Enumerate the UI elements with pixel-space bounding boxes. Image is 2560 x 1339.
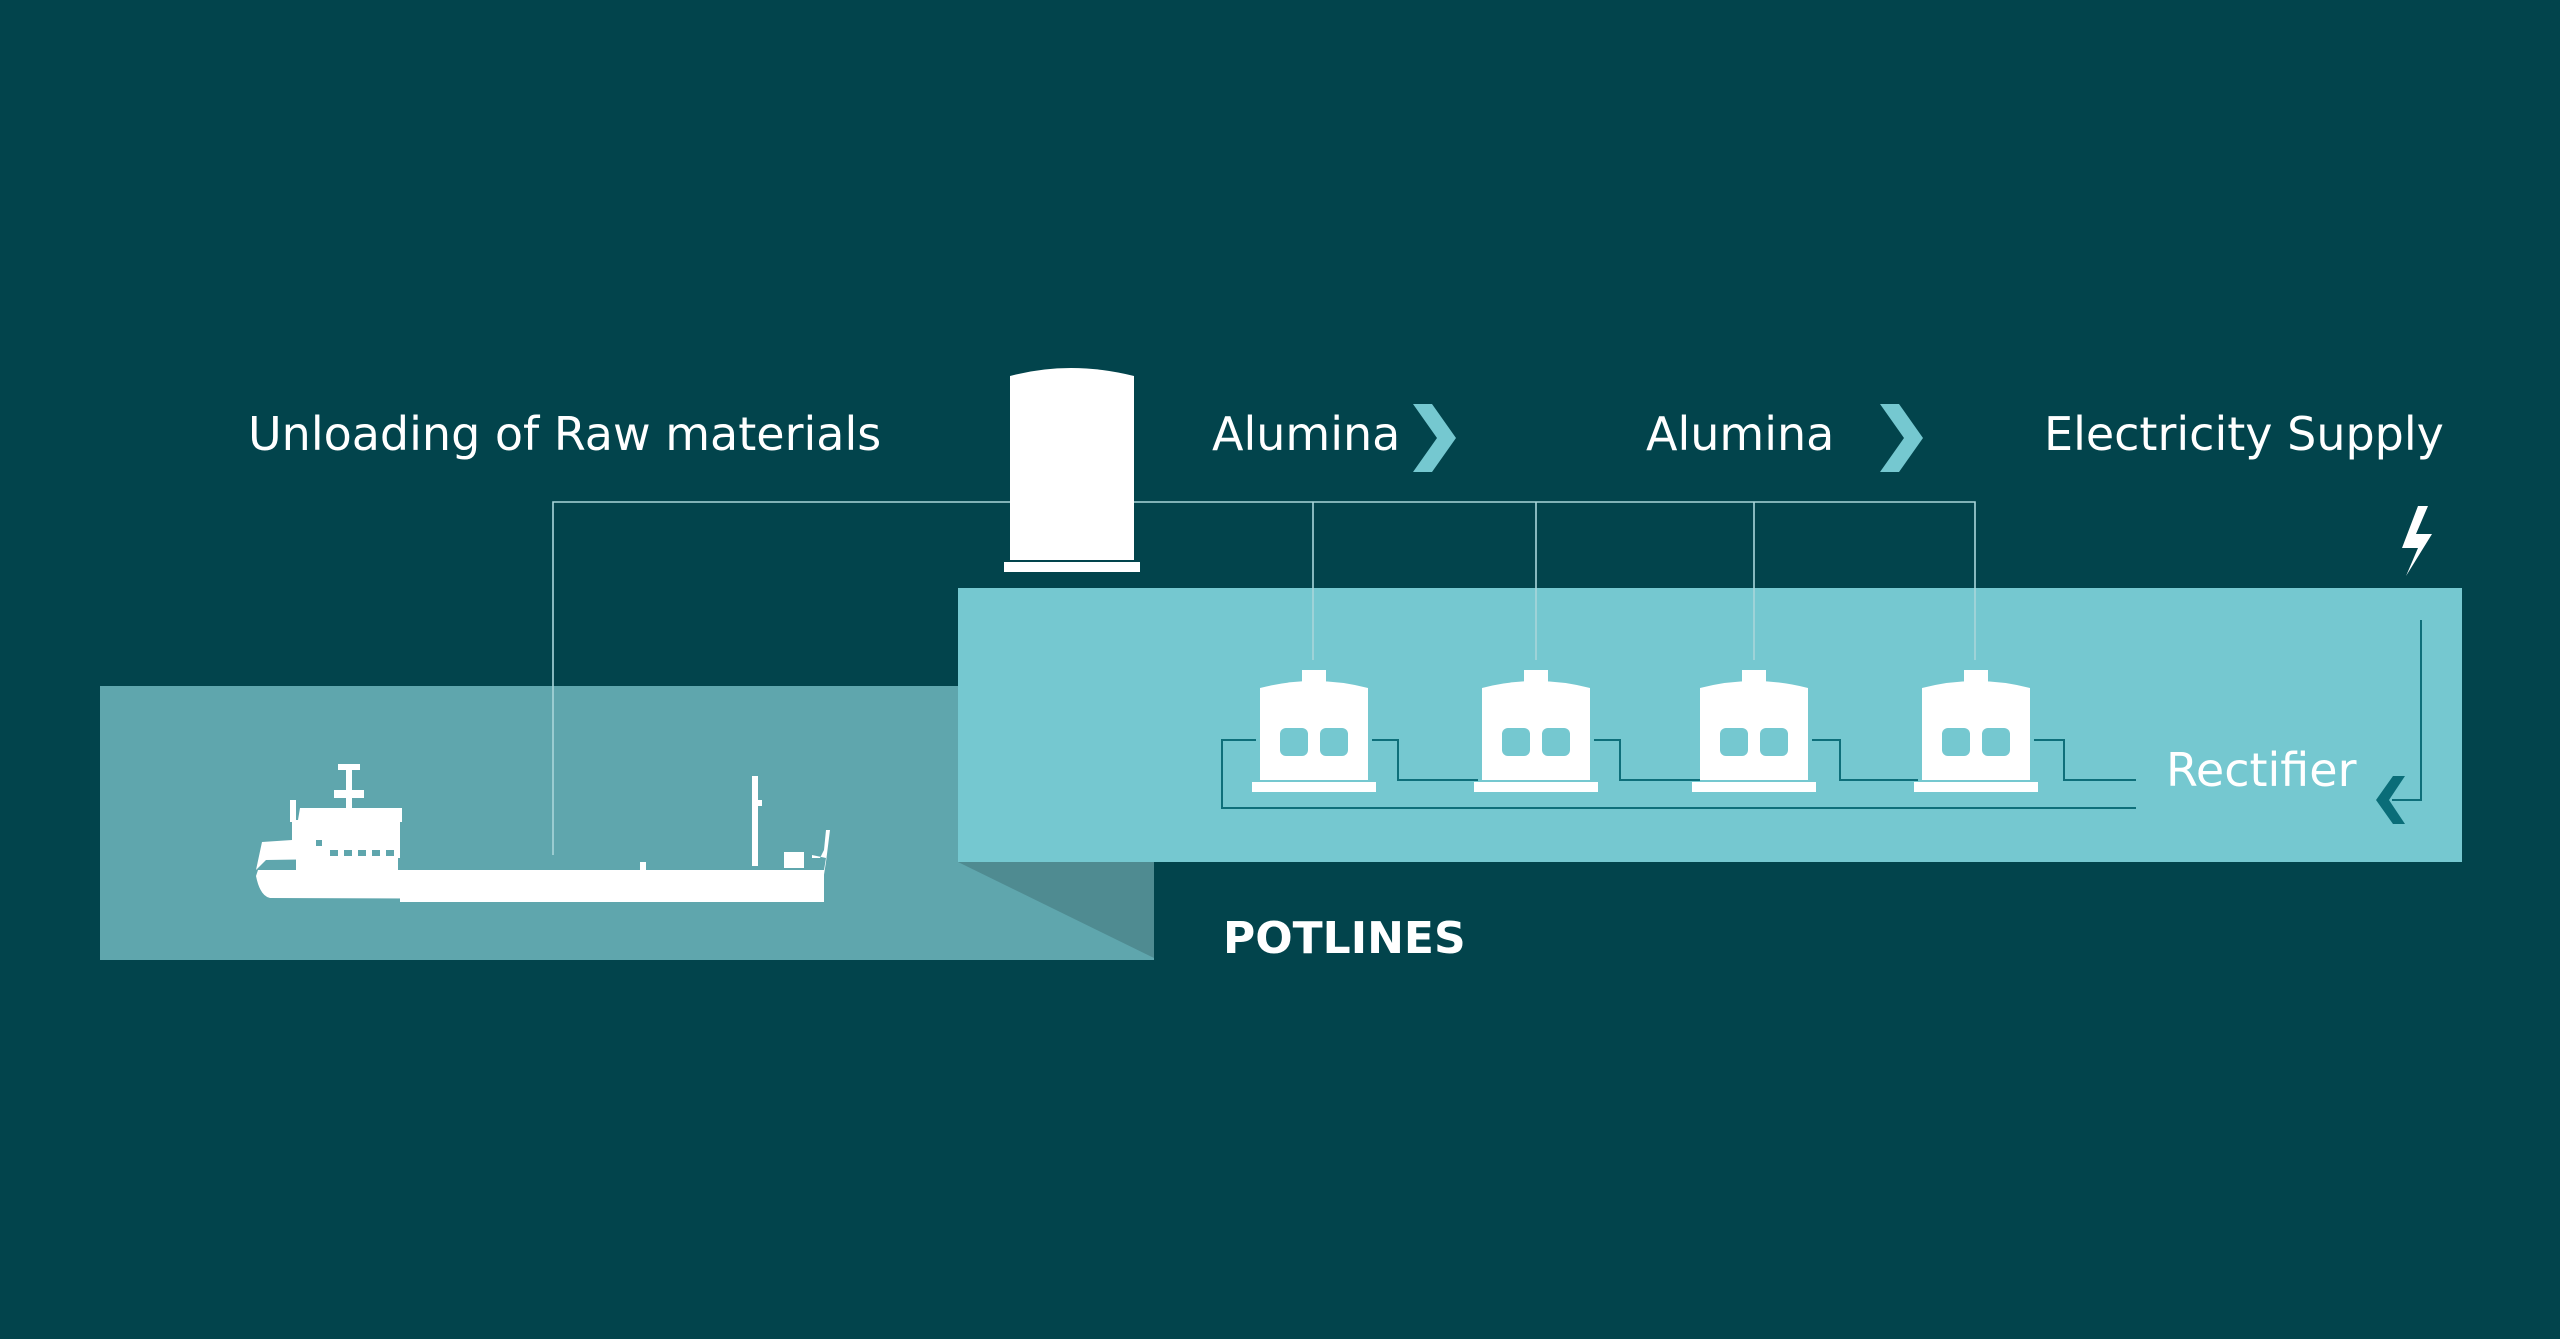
chevron-right-icon bbox=[1413, 404, 1456, 472]
lightning-icon bbox=[2402, 506, 2432, 576]
pot-icon bbox=[1474, 670, 1598, 792]
chevron-right-icon bbox=[1880, 404, 1923, 472]
chevron-left-icon bbox=[2376, 776, 2405, 824]
label-alumina-2: Alumina bbox=[1646, 407, 1834, 461]
label-electricity-supply: Electricity Supply bbox=[2044, 407, 2444, 461]
silo-icon bbox=[1004, 368, 1140, 572]
label-rectifier: Rectifier bbox=[2166, 743, 2357, 797]
pot-icon bbox=[1914, 670, 2038, 792]
connector-lines bbox=[552, 501, 1976, 855]
ship-icon bbox=[256, 764, 830, 902]
pot-icon bbox=[1252, 670, 1376, 792]
label-unloading: Unloading of Raw materials bbox=[248, 407, 881, 461]
pot-icon bbox=[1692, 670, 1816, 792]
shadow-wedge bbox=[958, 862, 1154, 958]
potline-circuit bbox=[1221, 620, 2422, 809]
label-alumina-1: Alumina bbox=[1212, 407, 1400, 461]
label-potlines: POTLINES bbox=[1223, 913, 1466, 964]
